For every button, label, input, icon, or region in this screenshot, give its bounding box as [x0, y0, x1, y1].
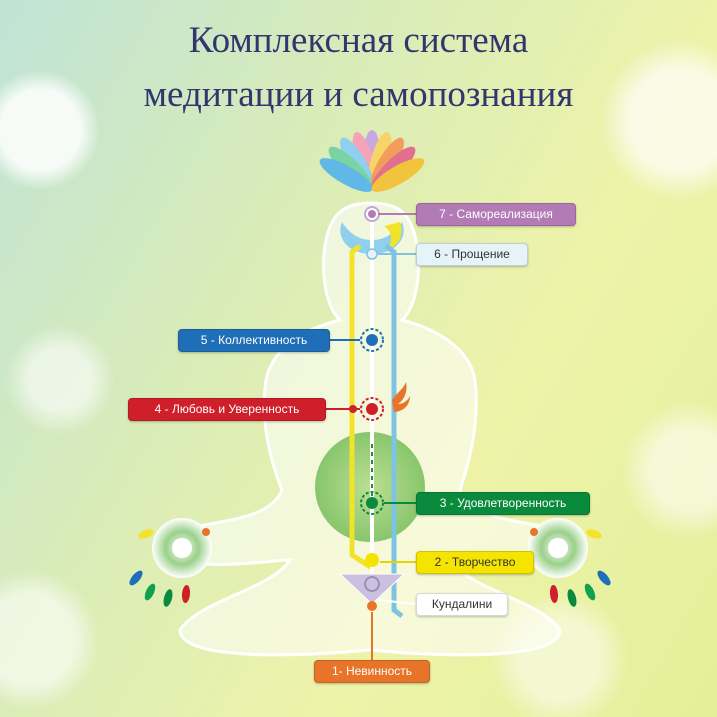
chakra-label-5: 5 - Коллективность: [178, 329, 330, 352]
right-channel: [384, 244, 404, 618]
chakra-label-kundalini: Кундалини: [416, 593, 508, 616]
chakra-label-1: 1- Невинность: [314, 660, 430, 683]
chakra-label-4: 4 - Любовь и Уверенность: [128, 398, 326, 421]
right-hand: [528, 518, 611, 607]
title-line-1: Комплексная система: [188, 20, 529, 61]
green-sun-icon: [360, 491, 384, 515]
left-channel: [349, 244, 374, 571]
kundalini-triangle-icon: [338, 573, 406, 605]
red-heart-chakra-icon: [349, 382, 410, 421]
blue-sun-icon: [360, 328, 384, 352]
chakra-label-6: 6 - Прощение: [416, 243, 528, 266]
chakra-label-3: 3 - Удовлетворенность: [416, 492, 590, 515]
lotus-icon: [319, 130, 425, 222]
chakra-label-2: 2 - Творчество: [416, 551, 534, 574]
left-hand: [129, 518, 212, 607]
yellow-dot-icon: [365, 553, 379, 567]
chakra-7-marker: [368, 210, 376, 218]
orange-dot-icon: [367, 601, 377, 611]
chakra-label-7: 7 - Самореализация: [416, 203, 576, 226]
energy-channels: [349, 222, 404, 618]
title-line-2: медитации и самопознания: [143, 74, 574, 115]
chakra-6-marker: [366, 248, 378, 260]
label-connectors: [326, 213, 417, 660]
